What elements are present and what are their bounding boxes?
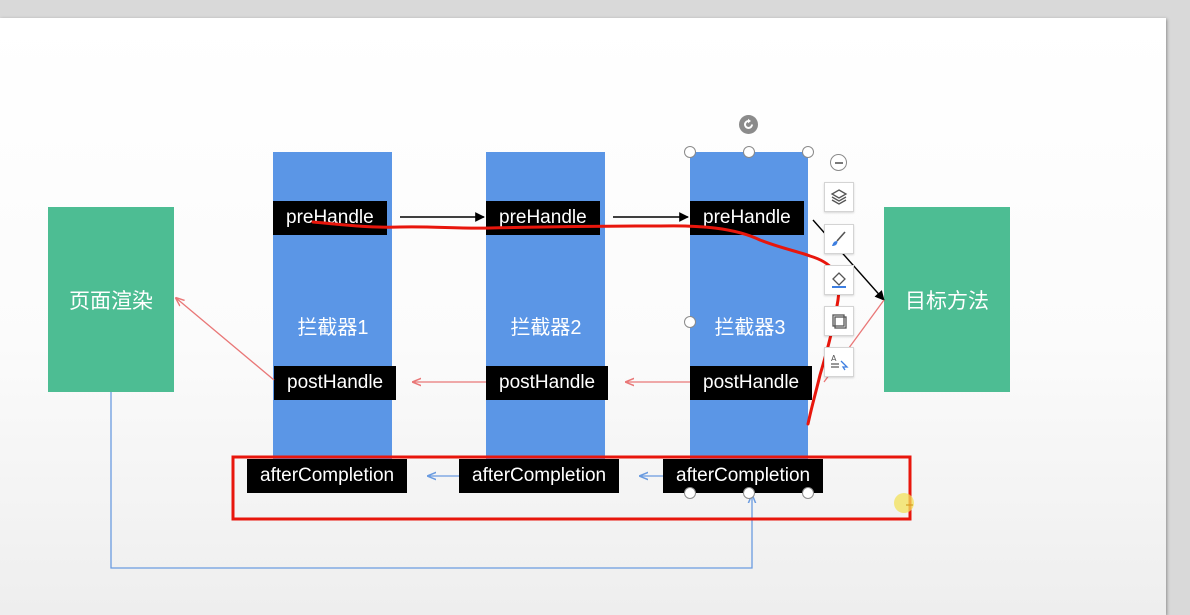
page-render-box: 页面渲染 bbox=[48, 207, 174, 392]
layers-icon bbox=[830, 189, 848, 205]
layout-options-button[interactable] bbox=[824, 182, 854, 212]
post-arrow-1-render bbox=[176, 298, 275, 381]
posthandle-2-tag: postHandle bbox=[486, 366, 609, 400]
interceptor-1-label: 拦截器1 bbox=[297, 317, 369, 339]
posthandle-1-tag: postHandle bbox=[274, 366, 397, 400]
shape-fill-button[interactable] bbox=[824, 265, 854, 295]
resize-handle-bottom-right[interactable] bbox=[802, 487, 814, 499]
resize-handle-bottom-left[interactable] bbox=[684, 487, 696, 499]
rotate-handle[interactable] bbox=[739, 115, 758, 134]
red-annotation-stroke bbox=[311, 220, 841, 426]
shape-style-button[interactable] bbox=[824, 224, 854, 254]
svg-text:A: A bbox=[831, 354, 837, 363]
outline-icon bbox=[832, 314, 847, 329]
shape-outline-button[interactable] bbox=[824, 306, 854, 336]
minus-circle-icon bbox=[834, 161, 843, 164]
resize-handle-top-left[interactable] bbox=[684, 146, 696, 158]
resize-handle-top-middle[interactable] bbox=[743, 146, 755, 158]
page-render-label: 页面渲染 bbox=[69, 289, 153, 313]
render-to-after3-connector bbox=[110, 392, 752, 569]
alt-text-icon: A bbox=[831, 354, 849, 371]
resize-handle-top-right[interactable] bbox=[802, 146, 814, 158]
cursor-highlight bbox=[894, 493, 914, 513]
interceptor-3-label: 拦截器3 bbox=[714, 317, 786, 339]
brush-icon bbox=[832, 231, 846, 246]
rotate-icon bbox=[744, 118, 753, 129]
aftercompletion-2-tag: afterCompletion bbox=[459, 459, 620, 493]
fill-bucket-icon bbox=[832, 272, 846, 288]
resize-handle-middle-left[interactable] bbox=[684, 316, 696, 328]
target-method-box: 目标方法 bbox=[884, 207, 1010, 392]
target-method-label: 目标方法 bbox=[905, 289, 989, 313]
prehandle-2-tag: preHandle bbox=[486, 201, 600, 235]
posthandle-3-tag: postHandle bbox=[690, 366, 813, 400]
aftercompletion-1-tag: afterCompletion bbox=[247, 459, 408, 493]
collapse-toolbar-button[interactable] bbox=[830, 154, 847, 171]
prehandle-3-tag: preHandle bbox=[690, 201, 804, 235]
highlight-rectangle bbox=[231, 455, 912, 521]
interceptor-2-label: 拦截器2 bbox=[510, 317, 582, 339]
prehandle-1-tag: preHandle bbox=[273, 201, 387, 235]
resize-handle-bottom-middle[interactable] bbox=[743, 487, 755, 499]
alt-text-button[interactable]: A bbox=[824, 347, 854, 377]
